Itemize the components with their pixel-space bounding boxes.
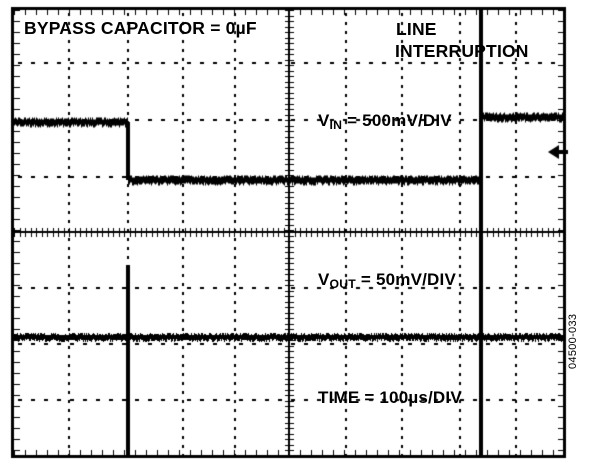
vout-scale-label: VOUT = 50mV/DIV [318, 270, 456, 290]
line-interruption-label-line2: INTERRUPTION [395, 40, 529, 62]
vout-subscript: OUT [330, 277, 356, 291]
figure-id-watermark: 04500-033 [567, 314, 579, 369]
time-scale-label: TIME = 100µs/DIV [318, 388, 462, 408]
line-interruption-label: LINE INTERRUPTION [396, 18, 529, 62]
vin-subscript: IN [330, 118, 343, 132]
vin-value: = 500mV/DIV [342, 111, 452, 130]
bypass-capacitor-label: BYPASS CAPACITOR = 0µF [24, 18, 257, 39]
vin-symbol: V [318, 111, 330, 130]
vout-value: = 50mV/DIV [356, 270, 456, 289]
vin-scale-label: VIN = 500mV/DIV [318, 111, 452, 131]
vout-symbol: V [318, 270, 330, 289]
line-interruption-label-line1: LINE [396, 19, 437, 39]
